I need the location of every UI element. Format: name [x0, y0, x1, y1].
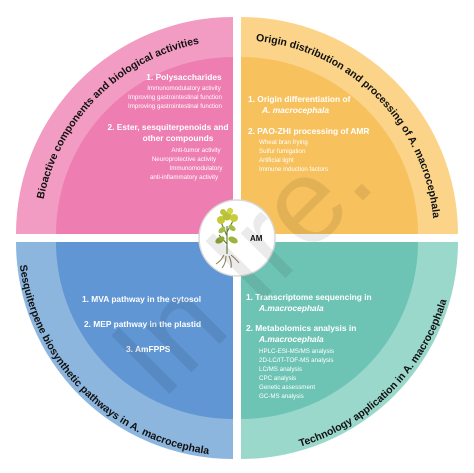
- origin-item-2-sub-3: Artificial light: [259, 157, 294, 164]
- origin-item-2-sub-4: Immune induction factors: [259, 166, 328, 173]
- bioactive-item-2-sub-1: Anti-tumor activity: [171, 147, 221, 154]
- origin-item-1-heading-line-2: A. macrocephala: [261, 105, 329, 115]
- technology-item-2-sub-5: Genetic assessment: [259, 384, 315, 391]
- bioactive-item-1-heading: 1. Polysaccharides: [146, 72, 222, 82]
- origin-item-2-heading: 2. PAO-ZHI processing of AMR: [248, 126, 369, 136]
- bioactive-item-2-sub-2: Neuroprotective activity: [152, 156, 217, 163]
- quadrant-bioactive: [16, 17, 233, 234]
- bioactive-item-1-sub-2: Improving gastrointestinal function: [128, 94, 222, 101]
- quadrant-origin: [241, 17, 458, 234]
- technology-item-2-sub-6: GC-MS analysis: [259, 393, 304, 400]
- sesquiterpene-item-2: 2. MEP pathway in the plastid: [84, 319, 201, 329]
- technology-item-2-sub-4: CPC analysis: [259, 375, 296, 382]
- quadrant-technology: [241, 242, 458, 459]
- origin-inner-sector: [241, 57, 418, 234]
- quadrant-sesquiterpene: [16, 242, 233, 459]
- technology-item-1-heading-line-2: A.macrocephala: [258, 303, 324, 313]
- bioactive-content: 1. Polysaccharides Immunomodulatory acti…: [107, 72, 228, 181]
- technology-item-2-heading-line-2: A.macrocephala: [258, 334, 324, 344]
- origin-item-1-heading-line-1: 1. Origin differentiation of: [248, 94, 351, 104]
- technology-item-2-sub-3: LC/MS analysis: [259, 366, 302, 373]
- technology-content: 1. Transcriptome sequencing in A.macroce…: [246, 292, 372, 400]
- bioactive-item-2-heading-line-1: 2. Ester, sesquiterpenoids and: [107, 122, 228, 132]
- origin-item-2-sub-2: Sulfur fumigation: [259, 148, 306, 155]
- sesquiterpene-item-1: 1. MVA pathway in the cytosol: [82, 294, 201, 304]
- sesquiterpene-item-3: 3. AmFPPS: [126, 344, 171, 354]
- center-label: AM: [250, 234, 263, 243]
- bioactive-item-2-sub-4: anti-inflammatory activity: [150, 174, 219, 181]
- sesquiterpene-content: 1. MVA pathway in the cytosol 2. MEP pat…: [82, 294, 201, 354]
- technology-item-2-sub-2: 2D-LC/IT-TOF-MS analysis: [259, 357, 334, 364]
- bioactive-item-1-sub-1: Immunomodulatory activity: [147, 85, 221, 92]
- bioactive-item-1-sub-3: Improving gastrointestinal function: [128, 103, 222, 110]
- origin-content: 1. Origin differentiation of A. macrocep…: [248, 94, 369, 173]
- technology-item-2-sub-1: HPLC-ESI-MS/MS analysis: [259, 348, 334, 355]
- bioactive-inner-sector: [56, 57, 233, 234]
- technology-item-1-heading-line-1: 1. Transcriptome sequencing in: [246, 292, 372, 302]
- center-badge: AM: [198, 199, 276, 277]
- bioactive-item-2-heading-line-2: other compounds: [143, 133, 214, 143]
- bioactive-item-2-sub-3: Immunomodulatory: [170, 165, 224, 172]
- plant-icon: [215, 207, 240, 269]
- origin-item-2-sub-1: Wheat bran frying: [259, 139, 308, 146]
- technology-inner-sector: [241, 242, 418, 419]
- technology-item-2-heading-line-1: 2. Metabolomics analysis in: [246, 323, 356, 333]
- sesquiterpene-inner-sector: [56, 242, 233, 419]
